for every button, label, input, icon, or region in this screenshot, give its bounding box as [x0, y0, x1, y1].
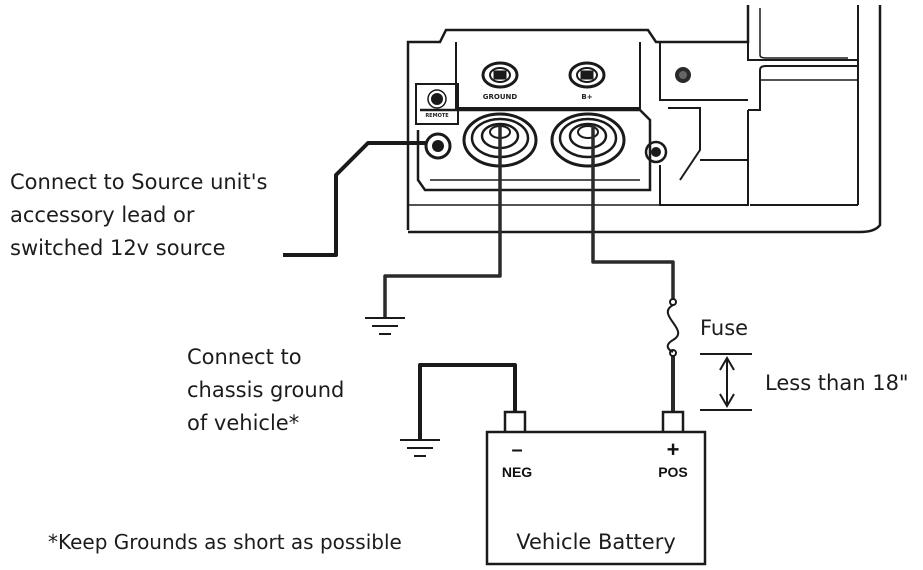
remote-label-line-2: accessory lead or: [10, 203, 195, 227]
negative-label: NEG: [502, 464, 532, 480]
battery-label: Vehicle Battery: [516, 530, 676, 554]
remote-wire: [283, 141, 426, 257]
ground-terminal-label: GROUND: [483, 93, 518, 101]
remote-label-line-1: Connect to Source unit's: [10, 170, 268, 194]
remote-jack: [424, 132, 452, 160]
chassis-label-line-1: Connect to: [187, 345, 302, 369]
fuse-symbol: [666, 298, 680, 357]
remote-terminal-label: REMOTE: [425, 113, 449, 119]
chassis-label-line-2: chassis ground: [187, 378, 345, 402]
ground-symbol-lower: [400, 439, 440, 457]
power-terminal-label: B+: [581, 93, 592, 101]
battery-ground-wire: [418, 363, 517, 440]
power-wire: [591, 126, 675, 412]
ground-wire: [383, 126, 502, 318]
fuse-label: Fuse: [700, 316, 749, 340]
amplifier-housing: [406, 5, 882, 234]
power-terminal-post: [550, 112, 626, 168]
remote-label-line-3: switched 12v source: [10, 236, 226, 260]
vehicle-battery: [485, 410, 707, 566]
remote-indicator: [427, 89, 447, 109]
positive-label: POS: [658, 464, 688, 480]
distance-label: Less than 18": [765, 371, 909, 395]
positive-symbol: +: [667, 437, 680, 462]
chassis-label-line-3: of vehicle*: [187, 411, 300, 435]
ground-symbol-upper: [365, 317, 405, 335]
screw-right: [644, 140, 668, 164]
small-terminal-power: [568, 61, 606, 89]
chassis-ground-label: Connect to chassis ground of vehicle*: [187, 341, 344, 440]
small-terminal-ground: [481, 61, 519, 89]
negative-symbol: –: [511, 439, 522, 461]
footnote-label: *Keep Grounds as short as possible: [48, 530, 402, 554]
remote-connection-label: Connect to Source unit's accessory lead …: [10, 166, 267, 265]
distance-marker: [700, 353, 752, 411]
screw-top: [675, 67, 691, 83]
